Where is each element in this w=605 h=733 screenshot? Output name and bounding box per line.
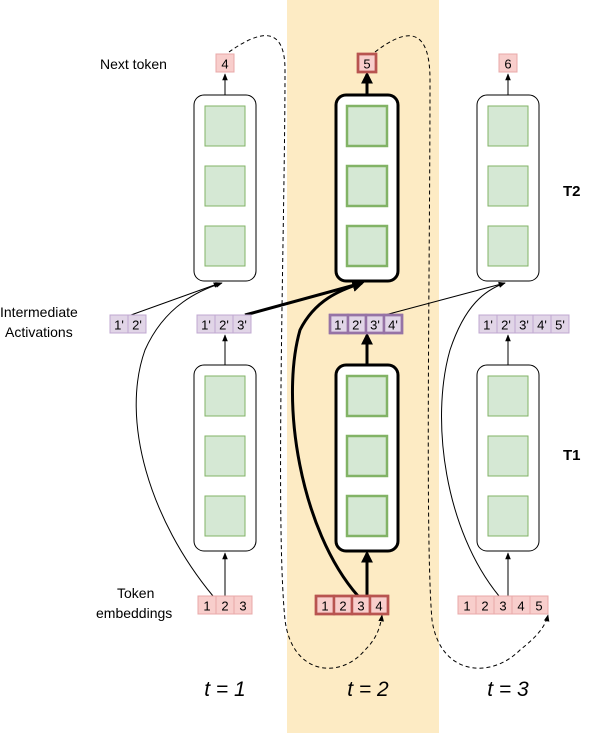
activations-to-t2-step-3 [384, 281, 506, 316]
block-t2-step-3-layer-1 [487, 105, 529, 147]
bypass-arrow-step-2 [291, 280, 365, 597]
input-tokens-step-3-cell-label-2: 2 [481, 599, 488, 614]
block-t1-step-1 [193, 364, 257, 552]
bypass-arrow-step-1 [135, 282, 223, 597]
activations-step-1-cell-label-1: 1' [201, 318, 211, 333]
block-t2-step-2-layer-3 [345, 224, 389, 268]
block-t2-step-2-layer-1 [345, 104, 389, 148]
block-t1-step-2-layer-2 [345, 434, 389, 478]
block-t2-step-2 [334, 93, 400, 283]
input-tokens-step-2-cell-label-3: 3 [357, 599, 364, 614]
input-tokens-step-2-cell-label-4: 4 [375, 599, 382, 614]
input-tokens-step-1-cell-3 [233, 595, 253, 615]
step-label-2: t = 2 [347, 678, 389, 701]
next-token-step-2-cell-label-1: 5 [363, 57, 370, 72]
block-t2-step-1-layer-1 [204, 105, 246, 147]
activations-step-1-cell-label-2: 2' [219, 318, 229, 333]
block-label-t2: T2 [563, 183, 581, 200]
activations-step-2-cell-label-1: 1' [334, 318, 344, 333]
intermediate-activations-label-line1: Intermediate [0, 304, 78, 320]
block-t1-step-1-layer-1 [204, 375, 246, 417]
next-token-label: Next token [100, 56, 167, 72]
prev-activations-step-1-cell-label-2: 2' [132, 318, 142, 333]
prev-activations-to-t2-step-1 [130, 282, 221, 316]
block-t1-step-3-layer-3 [487, 495, 529, 537]
next-token-step-2-outline [356, 52, 378, 74]
prev-activations-step-1: 1' 2' [109, 314, 147, 334]
activations-step-2: 1' 2' 3' 4' [328, 313, 404, 335]
block-t1-step-3 [476, 364, 540, 552]
block-t1-step-2-layer-3 [345, 494, 389, 538]
prev-activations-step-1-cell-label-1: 1' [114, 318, 124, 333]
activations-step-3-cell-label-4: 4' [537, 318, 547, 333]
token-embeddings-label-line2: embeddings [96, 605, 172, 621]
prev-activations-step-1-cell-2 [127, 314, 147, 334]
next-token-step-2: 5 [356, 52, 378, 74]
input-tokens-step-1-cell-label-2: 2 [221, 599, 228, 614]
block-t2-step-1-layer-2 [204, 165, 246, 207]
activations-step-1-cell-label-3: 3' [237, 318, 247, 333]
input-tokens-step-3-cell-label-1: 1 [463, 599, 470, 614]
block-t1-step-2-layer-1 [345, 374, 389, 418]
activations-step-2-cell-label-4: 4' [388, 318, 398, 333]
feedback-loop-step-2-to-3 [374, 35, 550, 669]
activations-step-1: 1' 2' 3' [196, 314, 252, 334]
activations-step-1-cell-3 [232, 314, 252, 334]
step-label-1: t = 1 [204, 678, 245, 701]
activations-step-3-cell-label-3: 3' [519, 318, 529, 333]
next-token-step-3-cell-1 [498, 53, 518, 73]
activations-to-t2-step-2 [244, 279, 365, 317]
block-t1-step-2 [334, 363, 400, 553]
input-tokens-step-3-cell-label-4: 4 [517, 599, 524, 614]
input-tokens-step-2-cell-label-2: 2 [339, 599, 346, 614]
input-tokens-step-1-cell-label-1: 1 [203, 599, 210, 614]
token-embeddings-label-line1: Token [117, 585, 154, 601]
block-t1-step-1-layer-2 [204, 435, 246, 477]
input-tokens-step-3-cell-label-3: 3 [499, 599, 506, 614]
activations-step-3: 1' 2' 3' 4' 5' [478, 314, 570, 334]
activations-step-3-cell-label-1: 1' [483, 318, 493, 333]
block-t2-step-3-layer-2 [487, 165, 529, 207]
block-t2-step-3-layer-3 [487, 225, 529, 267]
input-tokens-step-3-cell-label-5: 5 [535, 599, 542, 614]
activations-step-3-cell-label-2: 2' [501, 318, 511, 333]
block-t1-step-3-layer-1 [487, 375, 529, 417]
activations-step-3-cell-5 [550, 314, 570, 334]
intermediate-activations-label-line2: Activations [5, 324, 73, 340]
block-t1-step-3-layer-2 [487, 435, 529, 477]
input-tokens-step-2-outline [314, 594, 390, 616]
bypass-arrow-step-3 [441, 282, 506, 597]
activations-step-2-cell-label-3: 3' [370, 318, 380, 333]
next-token-step-3: 6 [498, 53, 518, 73]
activations-step-2-outline [328, 313, 404, 335]
input-tokens-step-1-cell-label-3: 3 [239, 599, 246, 614]
next-token-step-3-cell-label-1: 6 [504, 57, 511, 72]
block-t2-step-1 [193, 94, 257, 282]
block-label-t1: T1 [563, 447, 581, 464]
input-tokens-step-3-cell-5 [529, 595, 549, 615]
next-token-step-1-cell-1 [215, 53, 235, 73]
block-t2-step-3 [476, 94, 540, 282]
activations-step-2-cell-label-2: 2' [352, 318, 362, 333]
input-tokens-step-2-cell-label-1: 1 [321, 599, 328, 614]
next-token-step-1: 4 [215, 53, 235, 73]
next-token-step-1-cell-label-1: 4 [221, 57, 228, 72]
activations-step-3-cell-label-5: 5' [555, 318, 565, 333]
block-t2-step-1-layer-3 [204, 225, 246, 267]
block-t2-step-2-layer-2 [345, 164, 389, 208]
step-label-3: t = 3 [487, 678, 529, 701]
block-t1-step-1-layer-3 [204, 495, 246, 537]
